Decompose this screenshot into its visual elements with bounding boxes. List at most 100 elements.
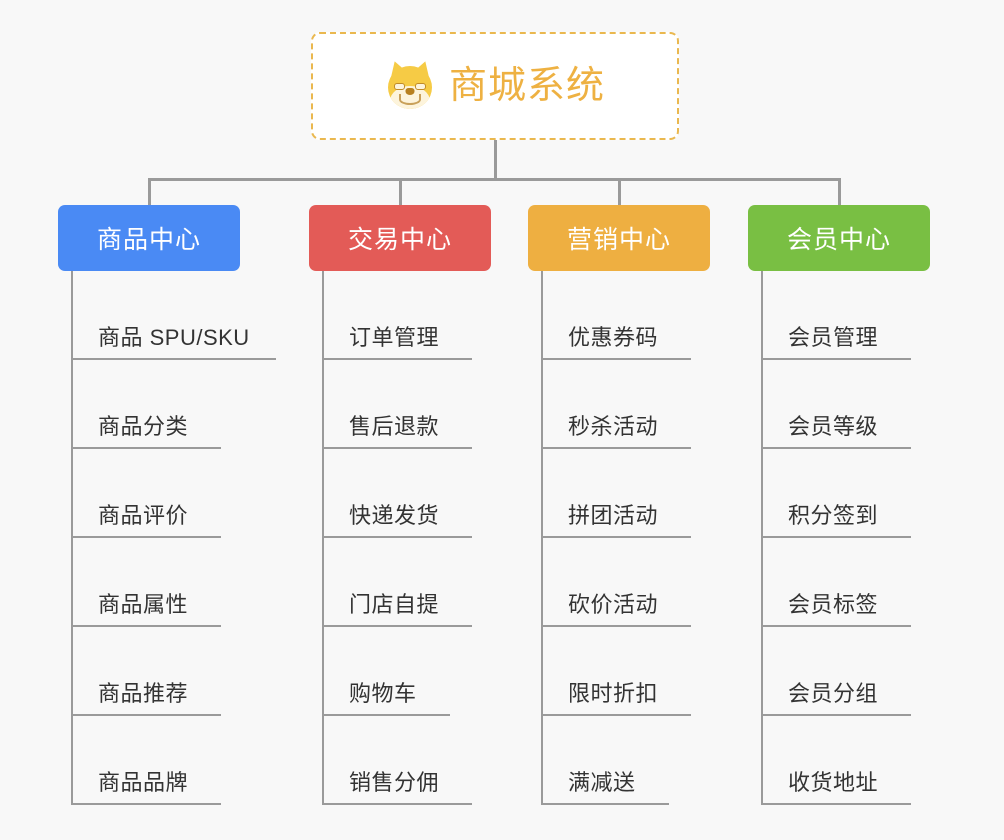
list-item-underline [541,447,691,449]
branch-header-product-center[interactable]: 商品中心 [58,205,240,271]
list-item-underline [761,447,911,449]
list-item[interactable]: 商品品牌 [58,716,308,805]
list-item-label: 会员管理 [788,325,879,350]
list-item-underline [71,358,276,360]
list-item[interactable]: 会员标签 [748,538,968,627]
list-item[interactable]: 快递发货 [309,449,539,538]
list-item-label: 会员分组 [788,681,879,706]
branch-header-member-center[interactable]: 会员中心 [748,205,930,271]
list-item[interactable]: 砍价活动 [528,538,748,627]
branch-stem [322,271,324,805]
list-item-underline [761,625,911,627]
branch-stem [71,271,73,805]
list-item-label: 商品 SPU/SKU [98,325,250,350]
list-item[interactable]: 商品推荐 [58,627,308,716]
list-item-label: 会员标签 [788,592,879,617]
branch-stem [761,271,763,805]
list-item[interactable]: 销售分佣 [309,716,539,805]
list-item-underline [71,803,221,805]
list-item[interactable]: 会员管理 [748,271,968,360]
branch-marketing-center: 营销中心 优惠券码 秒杀活动 拼团活动 砍价活动 限时折扣 [528,205,748,805]
list-item-underline [322,803,472,805]
list-item[interactable]: 积分签到 [748,449,968,538]
list-item-underline [761,714,911,716]
connector-drop-product-center [148,178,151,206]
branch-header-trade-center[interactable]: 交易中心 [309,205,491,271]
list-item-underline [541,714,691,716]
list-item-underline [71,625,221,627]
list-item-label: 商品属性 [98,592,189,617]
list-item-underline [761,536,911,538]
list-item-label: 秒杀活动 [568,414,659,439]
list-item-underline [761,803,911,805]
list-item[interactable]: 商品评价 [58,449,308,538]
list-item-label: 会员等级 [788,414,879,439]
list-item[interactable]: 售后退款 [309,360,539,449]
list-item[interactable]: 会员分组 [748,627,968,716]
branch-member-center: 会员中心 会员管理 会员等级 积分签到 会员标签 会员分组 [748,205,968,805]
list-item-label: 优惠券码 [568,325,659,350]
list-item[interactable]: 收货地址 [748,716,968,805]
list-item[interactable]: 限时折扣 [528,627,748,716]
branch-product-center: 商品中心 商品 SPU/SKU 商品分类 商品评价 商品属性 商品推荐 [58,205,308,805]
branch-items-product-center: 商品 SPU/SKU 商品分类 商品评价 商品属性 商品推荐 商品品牌 [58,271,308,805]
list-item-label: 砍价活动 [568,592,659,617]
list-item-underline [71,536,221,538]
list-item-label: 限时折扣 [568,681,659,706]
list-item[interactable]: 商品属性 [58,538,308,627]
list-item-label: 商品推荐 [98,681,189,706]
list-item-underline [322,536,472,538]
list-item-underline [322,625,472,627]
list-item-label: 快递发货 [349,503,440,528]
list-item-label: 订单管理 [349,325,440,350]
list-item[interactable]: 秒杀活动 [528,360,748,449]
list-item-underline [71,714,221,716]
list-item-underline [322,714,450,716]
list-item-underline [541,358,691,360]
list-item[interactable]: 商品分类 [58,360,308,449]
connector-root-drop [494,140,497,180]
shiba-dog-face-icon [385,58,435,111]
list-item[interactable]: 门店自提 [309,538,539,627]
branch-items-trade-center: 订单管理 售后退款 快递发货 门店自提 购物车 销售分佣 [309,271,539,805]
list-item-label: 收货地址 [788,770,879,795]
branch-header-label: 商品中心 [96,226,201,254]
root-node[interactable]: 商城系统 [311,32,679,140]
list-item-underline [71,447,221,449]
list-item[interactable]: 优惠券码 [528,271,748,360]
list-item[interactable]: 订单管理 [309,271,539,360]
list-item-underline [761,358,911,360]
list-item-label: 商品分类 [98,414,189,439]
list-item[interactable]: 满减送 [528,716,748,805]
branch-header-label: 营销中心 [566,226,671,254]
list-item-label: 购物车 [349,681,417,706]
list-item[interactable]: 会员等级 [748,360,968,449]
list-item-label: 商品品牌 [98,770,189,795]
branch-trade-center: 交易中心 订单管理 售后退款 快递发货 门店自提 购物车 [309,205,539,805]
list-item-underline [541,803,669,805]
branch-items-member-center: 会员管理 会员等级 积分签到 会员标签 会员分组 收货地址 [748,271,968,805]
list-item-underline [322,358,472,360]
list-item-label: 拼团活动 [568,503,659,528]
list-item-label: 销售分佣 [349,770,440,795]
connector-drop-marketing-center [618,178,621,206]
list-item-label: 售后退款 [349,414,440,439]
connector-horizontal-bus [148,178,840,181]
list-item-label: 积分签到 [788,503,879,528]
branch-items-marketing-center: 优惠券码 秒杀活动 拼团活动 砍价活动 限时折扣 满减送 [528,271,748,805]
branch-stem [541,271,543,805]
list-item-underline [322,447,472,449]
list-item-underline [541,536,691,538]
branch-header-marketing-center[interactable]: 营销中心 [528,205,710,271]
list-item-underline [541,625,691,627]
branch-header-label: 交易中心 [347,226,452,254]
list-item-label: 门店自提 [349,592,440,617]
list-item[interactable]: 拼团活动 [528,449,748,538]
list-item-label: 商品评价 [98,503,189,528]
list-item[interactable]: 购物车 [309,627,539,716]
list-item[interactable]: 商品 SPU/SKU [58,271,308,360]
branch-header-label: 会员中心 [786,226,891,254]
root-node-label: 商城系统 [448,65,605,107]
list-item-label: 满减送 [568,770,636,795]
